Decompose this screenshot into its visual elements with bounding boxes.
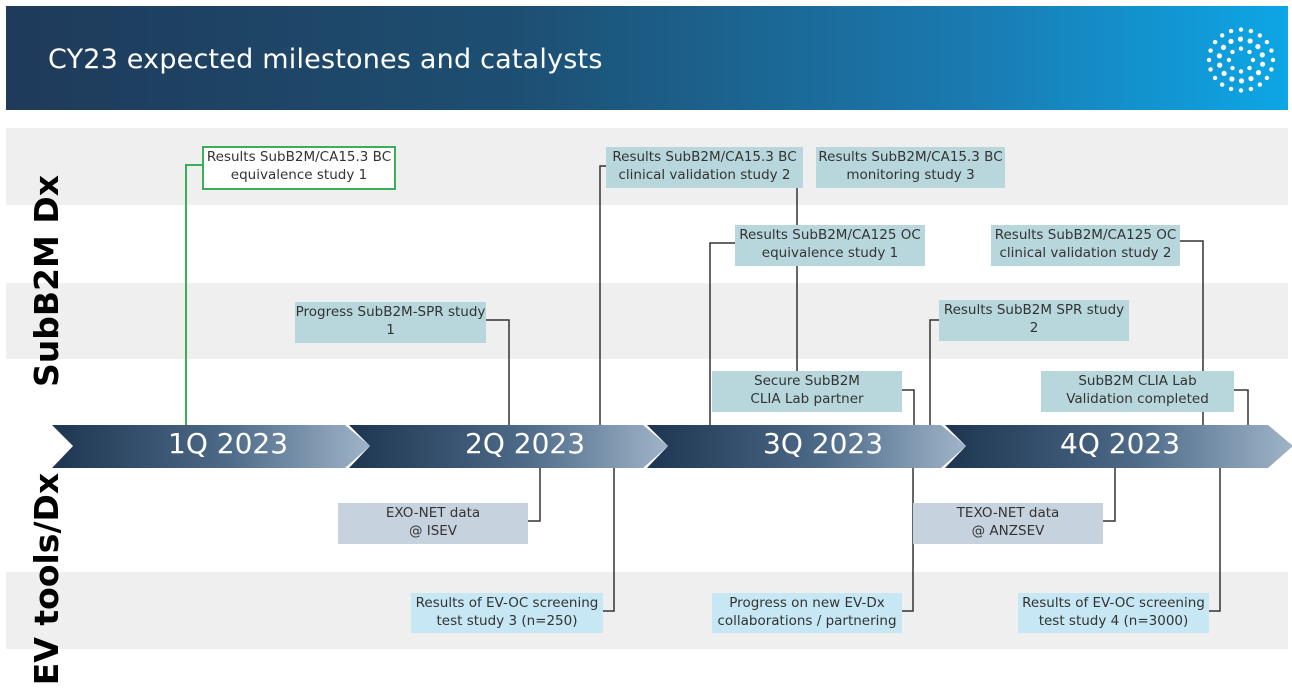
connector-texo-net: [1103, 468, 1116, 522]
connector-clinical-validation-oc: [1180, 240, 1204, 425]
logo-dot: [1221, 70, 1227, 76]
connector-equivalence-bc: [185, 164, 202, 425]
logo-dot: [1255, 44, 1261, 50]
logo-dot: [1269, 48, 1274, 53]
quarter-arrow-4: [945, 425, 1292, 468]
quarter-label-4: 4Q 2023: [1060, 427, 1181, 460]
quarter-arrow-1: [52, 425, 370, 468]
dot-ring-logo-icon: [1206, 27, 1276, 93]
logo-dot: [1228, 86, 1234, 92]
logo-dot: [1230, 65, 1235, 71]
logo-dot: [1220, 82, 1225, 87]
page-title: CY23 expected milestones and catalysts: [48, 44, 603, 75]
connector-clia-validation: [1234, 389, 1249, 425]
milestone-bc-equivalence-study-1: Results SubB2M/CA15.3 BC equivalence stu…: [202, 146, 396, 190]
logo-dot: [1228, 28, 1234, 34]
logo-dot: [1247, 49, 1252, 55]
logo-dot: [1264, 39, 1270, 45]
logo-dot: [1238, 69, 1244, 74]
logo-dot: [1226, 57, 1232, 63]
logo-dot: [1208, 48, 1213, 53]
connector-ev-oc-study-3: [603, 468, 615, 612]
milestone-exo-net-isev: EXO-NET data @ ISEV: [338, 503, 528, 544]
quarter-label-2: 2Q 2023: [465, 427, 586, 460]
logo-dot: [1238, 78, 1245, 84]
logo-dot: [1248, 28, 1254, 34]
logo-dot: [1269, 67, 1274, 72]
quarter-label-1: 1Q 2023: [168, 427, 289, 460]
milestone-ev-dx-partnering: Progress on new EV-Dx collaborations / p…: [712, 593, 902, 633]
connector-clia-partner: [902, 389, 915, 425]
logo-dot: [1237, 36, 1244, 42]
connector-spr-study-1: [486, 319, 510, 425]
milestone-spr-study-1: Progress SubB2M-SPR study 1: [295, 302, 486, 343]
logo-dot: [1270, 57, 1276, 63]
milestone-texo-net-anzsev: TEXO-NET data @ ANZSEV: [913, 503, 1103, 544]
logo-dot: [1238, 27, 1244, 32]
logo-dot: [1255, 70, 1262, 76]
milestone-bc-monitoring-study-3: Results SubB2M/CA15.3 BC monitoring stud…: [816, 147, 1005, 188]
logo-dot: [1220, 33, 1225, 38]
quarter-arrow-3: [647, 425, 966, 468]
milestone-oc-clinical-validation-study-2: Results SubB2M/CA125 OC clinical validat…: [991, 225, 1180, 266]
logo-dot: [1247, 65, 1252, 71]
logo-dot: [1260, 61, 1266, 67]
logo-dot: [1238, 46, 1244, 51]
logo-dot: [1212, 75, 1218, 81]
logo-dot: [1228, 38, 1234, 44]
connector-ev-oc-study-4: [1209, 468, 1221, 612]
logo-dot: [1217, 62, 1223, 68]
logo-dot: [1257, 82, 1262, 87]
logo-dot: [1216, 53, 1222, 59]
logo-dot: [1248, 76, 1254, 82]
logo-dot: [1220, 44, 1227, 50]
title-banner: CY23 expected milestones and catalysts: [6, 6, 1288, 110]
logo-dot: [1230, 49, 1235, 55]
logo-dot: [1238, 88, 1244, 93]
logo-dot: [1259, 52, 1265, 58]
logo-dot: [1250, 57, 1256, 63]
milestone-oc-equivalence-study-1: Results SubB2M/CA125 OC equivalence stud…: [735, 225, 925, 266]
connector-spr-study-2: [929, 319, 939, 425]
milestone-bc-clinical-validation-study-2: Results SubB2M/CA15.3 BC clinical valida…: [606, 147, 803, 188]
connector-exo-net: [528, 468, 541, 522]
milestone-ev-oc-screening-study-3: Results of EV-OC screening test study 3 …: [411, 593, 603, 633]
logo-dot: [1264, 75, 1270, 81]
milestone-clia-lab-validation: SubB2M CLIA Lab Validation completed: [1041, 371, 1234, 412]
logo-dot: [1247, 38, 1253, 44]
quarter-label-3: 3Q 2023: [763, 427, 884, 460]
milestone-ev-oc-screening-study-4: Results of EV-OC screening test study 4 …: [1018, 593, 1209, 633]
logo-dot: [1212, 39, 1218, 45]
logo-dot: [1248, 86, 1254, 92]
logo-dot: [1208, 67, 1213, 72]
milestone-spr-study-2: Results SubB2M SPR study 2: [939, 300, 1129, 341]
logo-dot: [1229, 76, 1235, 82]
connector-ev-dx-partnering: [902, 468, 914, 612]
connector-clinical-validation-bc: [599, 165, 606, 425]
logo-dot: [1257, 33, 1262, 38]
connector-equivalence-oc: [709, 242, 735, 425]
milestone-clia-lab-partner: Secure SubB2M CLIA Lab partner: [712, 371, 902, 412]
logo-dot: [1206, 57, 1212, 63]
quarter-arrow-2: [349, 425, 668, 468]
